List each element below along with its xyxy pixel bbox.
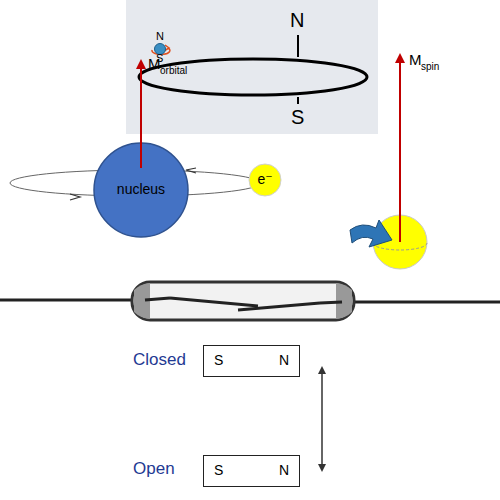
spin-moment-arrow <box>399 56 401 242</box>
glass-capsule <box>132 282 354 320</box>
electron-shape <box>249 164 281 196</box>
pole-label: N <box>290 9 304 31</box>
orbit-arrow <box>186 168 196 173</box>
bar-magnet: SN <box>203 455 300 487</box>
pole-label: S <box>214 463 223 478</box>
pole-label: N <box>279 463 289 478</box>
field-axis <box>297 97 299 104</box>
state-label: Open <box>133 460 175 479</box>
field-axis <box>297 35 299 57</box>
spin-arrow <box>350 220 392 247</box>
current-loop <box>139 59 367 95</box>
moment-subscript: spin <box>421 61 439 72</box>
reed-blade <box>238 303 320 310</box>
state-label: Closed <box>133 351 186 370</box>
panel-ground <box>126 0 378 134</box>
moment-symbol: M <box>409 52 422 69</box>
orbit-arrow <box>70 194 80 200</box>
reed-blade <box>145 298 170 300</box>
pole-label: S <box>291 106 304 128</box>
bar-magnet: SN <box>203 345 300 377</box>
pole-label: N <box>279 353 289 368</box>
nucleus-circle: nucleus <box>93 142 189 238</box>
pole-label: S <box>214 353 223 368</box>
moment-symbol: M <box>148 56 161 73</box>
reed-blade <box>170 298 258 306</box>
lead-wire <box>342 301 500 304</box>
reed-blade <box>320 302 342 303</box>
lead-wire <box>0 299 145 302</box>
sphere-equator <box>373 243 427 250</box>
pole-label: N <box>156 30 164 42</box>
nucleus-shape <box>94 143 188 237</box>
node-text: nucleus <box>117 182 165 197</box>
moment-subscript: orbital <box>160 65 187 76</box>
electron-circle: e⁻ <box>248 163 282 197</box>
node-text: e⁻ <box>257 172 272 187</box>
movement-arrow <box>321 368 323 470</box>
